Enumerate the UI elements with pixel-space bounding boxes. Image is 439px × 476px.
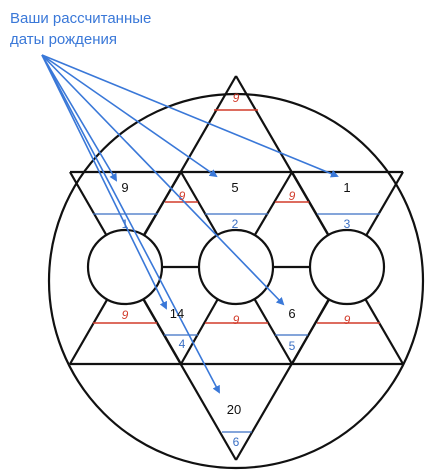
label-num-6: 6 [233, 435, 240, 449]
caption-line-1: Ваши рассчитанные [10, 10, 152, 27]
arrow-to-1 [41, 54, 339, 178]
label-num-4: 4 [179, 337, 186, 351]
arrow-to-6 [41, 54, 285, 306]
label-mid-left-9: 9 [179, 189, 186, 203]
arrow-to-9 [41, 54, 118, 182]
label-low-left-9: 9 [122, 308, 129, 322]
birth-date-20: 20 [227, 402, 241, 417]
label-num-3: 3 [344, 217, 351, 231]
label-num-2: 2 [232, 217, 239, 231]
circle-middle [197, 228, 275, 306]
label-mid-right-9: 9 [289, 189, 296, 203]
label-num-1: 1 [122, 217, 129, 231]
label-low-right-9: 9 [344, 313, 351, 327]
birth-date-5: 5 [231, 180, 238, 195]
arrow-to-5 [41, 54, 218, 178]
arrow-to-14 [41, 54, 167, 310]
label-top-9: 9 [233, 91, 240, 105]
birth-date-6: 6 [288, 306, 295, 321]
arrow-to-20 [41, 54, 220, 394]
caption-line-2: даты рождения [10, 31, 118, 48]
label-low-mid-9: 9 [233, 313, 240, 327]
birth-date-14: 14 [170, 306, 184, 321]
birth-dates-caption: Ваши рассчитанные даты рождения [10, 8, 210, 50]
birth-date-9: 9 [121, 180, 128, 195]
birth-date-1: 1 [343, 180, 350, 195]
label-num-5: 5 [289, 339, 296, 353]
circle-right [308, 228, 386, 306]
circle-left [86, 228, 164, 306]
outer-circle [47, 92, 425, 470]
